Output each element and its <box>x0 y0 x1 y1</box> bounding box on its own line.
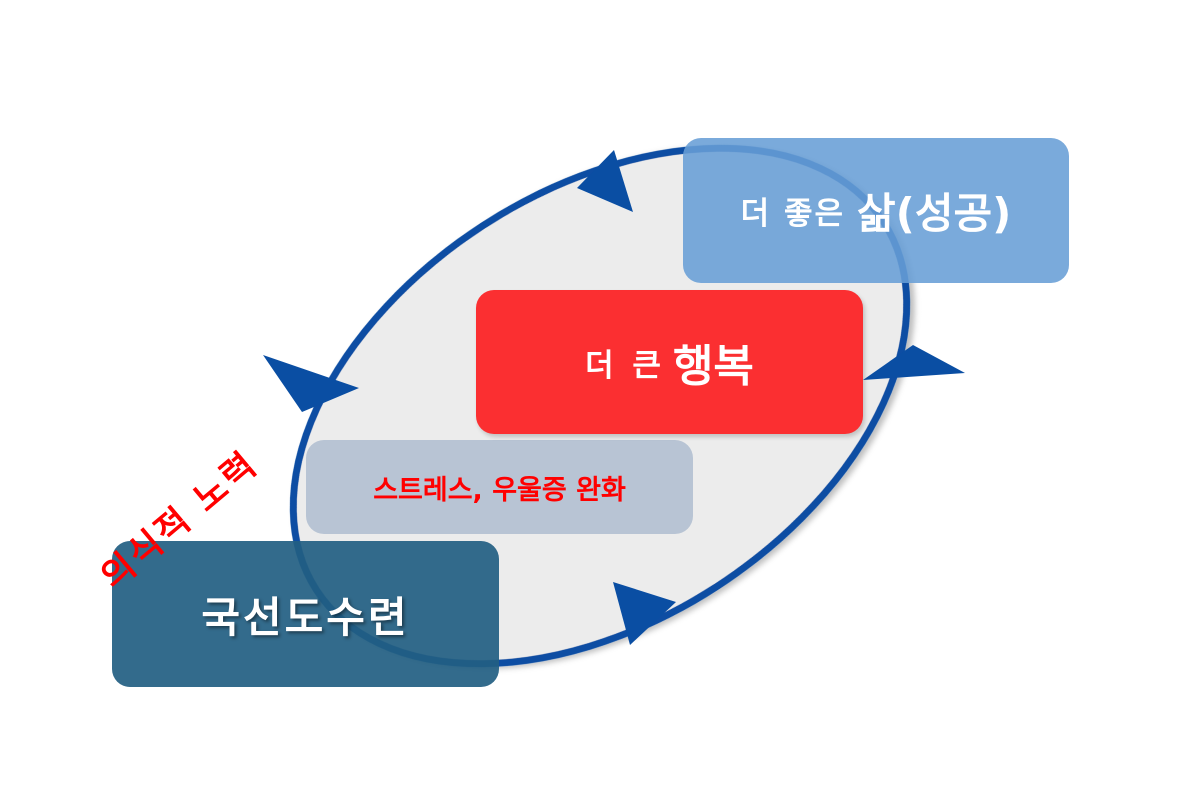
kouksundo-practice-box: 국선도수련 <box>112 541 499 687</box>
arrowhead-right-icon <box>863 345 965 380</box>
greater-happiness-prefix: 더 큰 <box>585 347 665 384</box>
better-life-prefix: 더 좋은 <box>740 196 846 232</box>
arrowhead-bottom-icon <box>613 582 676 645</box>
stress-relief-label: 스트레스, 우울증 완화 <box>373 474 626 506</box>
better-life-box: 더 좋은 삶(성공) <box>683 138 1069 283</box>
greater-happiness-box: 더 큰 행복 <box>476 290 863 434</box>
greater-happiness-emphasis: 행복 <box>672 341 754 392</box>
arrowhead-top-icon <box>577 150 633 212</box>
arrowhead-left-icon <box>263 355 359 412</box>
kouksundo-practice-label: 국선도수련 <box>201 592 410 642</box>
better-life-emphasis: 삶(성공) <box>857 189 1012 238</box>
stress-relief-box: 스트레스, 우울증 완화 <box>306 440 693 534</box>
